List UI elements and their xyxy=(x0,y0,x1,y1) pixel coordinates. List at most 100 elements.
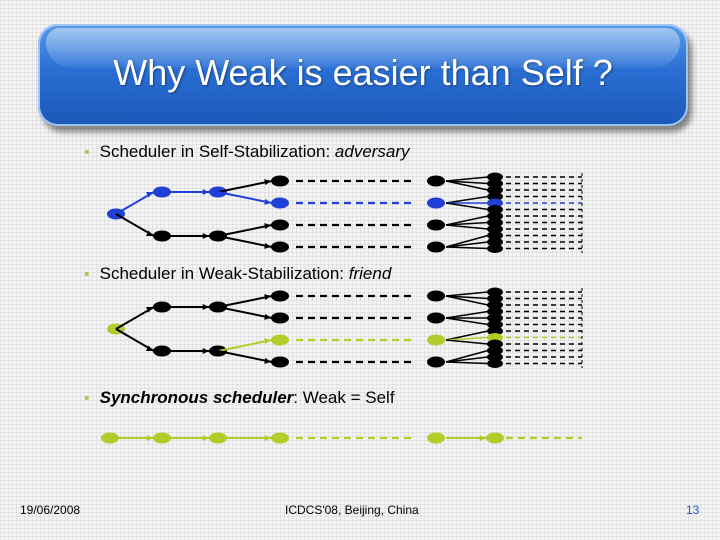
transition-edge xyxy=(445,180,489,191)
state-node xyxy=(271,312,289,324)
state-node xyxy=(427,241,445,253)
state-node xyxy=(427,334,445,346)
arrowhead xyxy=(264,294,271,301)
transition-edge xyxy=(445,202,489,211)
footer-venue: ICDCS'08, Beijing, China xyxy=(285,503,419,517)
state-node xyxy=(271,197,289,209)
state-node xyxy=(487,287,503,297)
arrowhead xyxy=(146,345,153,352)
transition-edge xyxy=(445,241,489,248)
state-node xyxy=(487,307,503,316)
state-node xyxy=(271,175,289,187)
transition-edge xyxy=(445,291,489,297)
bullet-synchronous: •Synchronous scheduler: Weak = Self xyxy=(84,388,395,407)
transition-edge xyxy=(445,215,489,226)
arrowhead xyxy=(264,357,271,364)
state-node xyxy=(271,432,289,444)
state-node xyxy=(487,211,503,221)
transition-edge xyxy=(445,195,489,204)
arrowhead xyxy=(264,223,271,230)
state-node xyxy=(487,320,503,329)
state-node xyxy=(427,219,445,231)
arrowhead xyxy=(264,242,271,249)
state-node xyxy=(487,185,503,195)
transition-edge xyxy=(445,349,489,363)
transition-edge xyxy=(445,180,489,185)
bullet-weak-stabilization: •Scheduler in Weak-Stabilization: friend xyxy=(84,264,392,283)
transition-edge xyxy=(445,310,489,319)
arrowhead xyxy=(146,191,153,198)
state-node xyxy=(487,359,503,368)
transition-edge xyxy=(217,180,273,193)
transition-edge xyxy=(217,306,273,319)
state-node xyxy=(271,290,289,302)
state-node xyxy=(487,198,503,208)
transition-edge xyxy=(115,306,155,330)
slide-title: Why Weak is easier than Self ? xyxy=(113,52,613,93)
arrowhead xyxy=(146,434,153,442)
arrowhead xyxy=(202,188,209,196)
state-node xyxy=(487,218,503,227)
state-node xyxy=(487,192,503,201)
transition-edge xyxy=(445,224,489,230)
state-node xyxy=(427,175,445,187)
transition-edge xyxy=(445,356,489,363)
state-node xyxy=(427,197,445,209)
state-node xyxy=(487,205,503,214)
arrowhead xyxy=(202,232,209,240)
state-node xyxy=(487,231,503,240)
state-node xyxy=(487,237,503,247)
state-node xyxy=(271,356,289,368)
transition-edge xyxy=(217,224,273,237)
transition-edge xyxy=(445,361,489,365)
bullet-icon: • xyxy=(84,390,90,407)
transition-edge xyxy=(445,176,489,182)
state-node xyxy=(487,326,503,336)
state-node xyxy=(427,290,445,302)
transition-edge xyxy=(445,221,489,226)
state-node xyxy=(487,313,503,323)
state-node xyxy=(487,300,503,310)
state-node xyxy=(487,224,503,234)
transition-edge xyxy=(445,330,489,341)
transition-edge xyxy=(445,234,489,248)
state-node xyxy=(271,334,289,346)
arrowhead xyxy=(264,434,271,442)
state-node xyxy=(487,294,503,303)
transition-edge xyxy=(445,295,489,300)
state-node xyxy=(271,219,289,231)
transition-edge xyxy=(445,246,489,250)
transition-edge xyxy=(445,339,489,345)
transition-edge xyxy=(445,336,489,341)
transition-edge xyxy=(217,339,273,352)
footer-date: 19/06/2008 xyxy=(20,503,81,517)
state-node xyxy=(487,346,503,355)
transition-edge xyxy=(217,235,273,248)
state-node xyxy=(487,179,503,188)
arrowhead xyxy=(202,347,209,355)
transition-edge xyxy=(217,191,273,204)
arrowhead xyxy=(264,179,271,186)
state-node xyxy=(487,333,503,342)
transition-edge xyxy=(115,213,155,237)
arrowhead xyxy=(146,306,153,313)
bullet-icon: • xyxy=(84,144,90,161)
state-node xyxy=(486,432,504,444)
transition-edge xyxy=(445,295,489,306)
arrowhead xyxy=(202,303,209,311)
transition-edge xyxy=(445,317,489,326)
state-node xyxy=(487,339,503,349)
arrowhead xyxy=(202,434,209,442)
arrowhead xyxy=(264,313,271,320)
title-bar xyxy=(38,24,688,126)
transition-edge xyxy=(217,295,273,308)
state-node xyxy=(427,312,445,324)
state-node xyxy=(487,352,503,362)
transition-edge xyxy=(217,350,273,363)
arrowhead xyxy=(264,338,271,345)
arrowhead xyxy=(146,230,153,237)
state-node xyxy=(487,172,503,182)
state-node xyxy=(427,356,445,368)
state-node xyxy=(271,241,289,253)
